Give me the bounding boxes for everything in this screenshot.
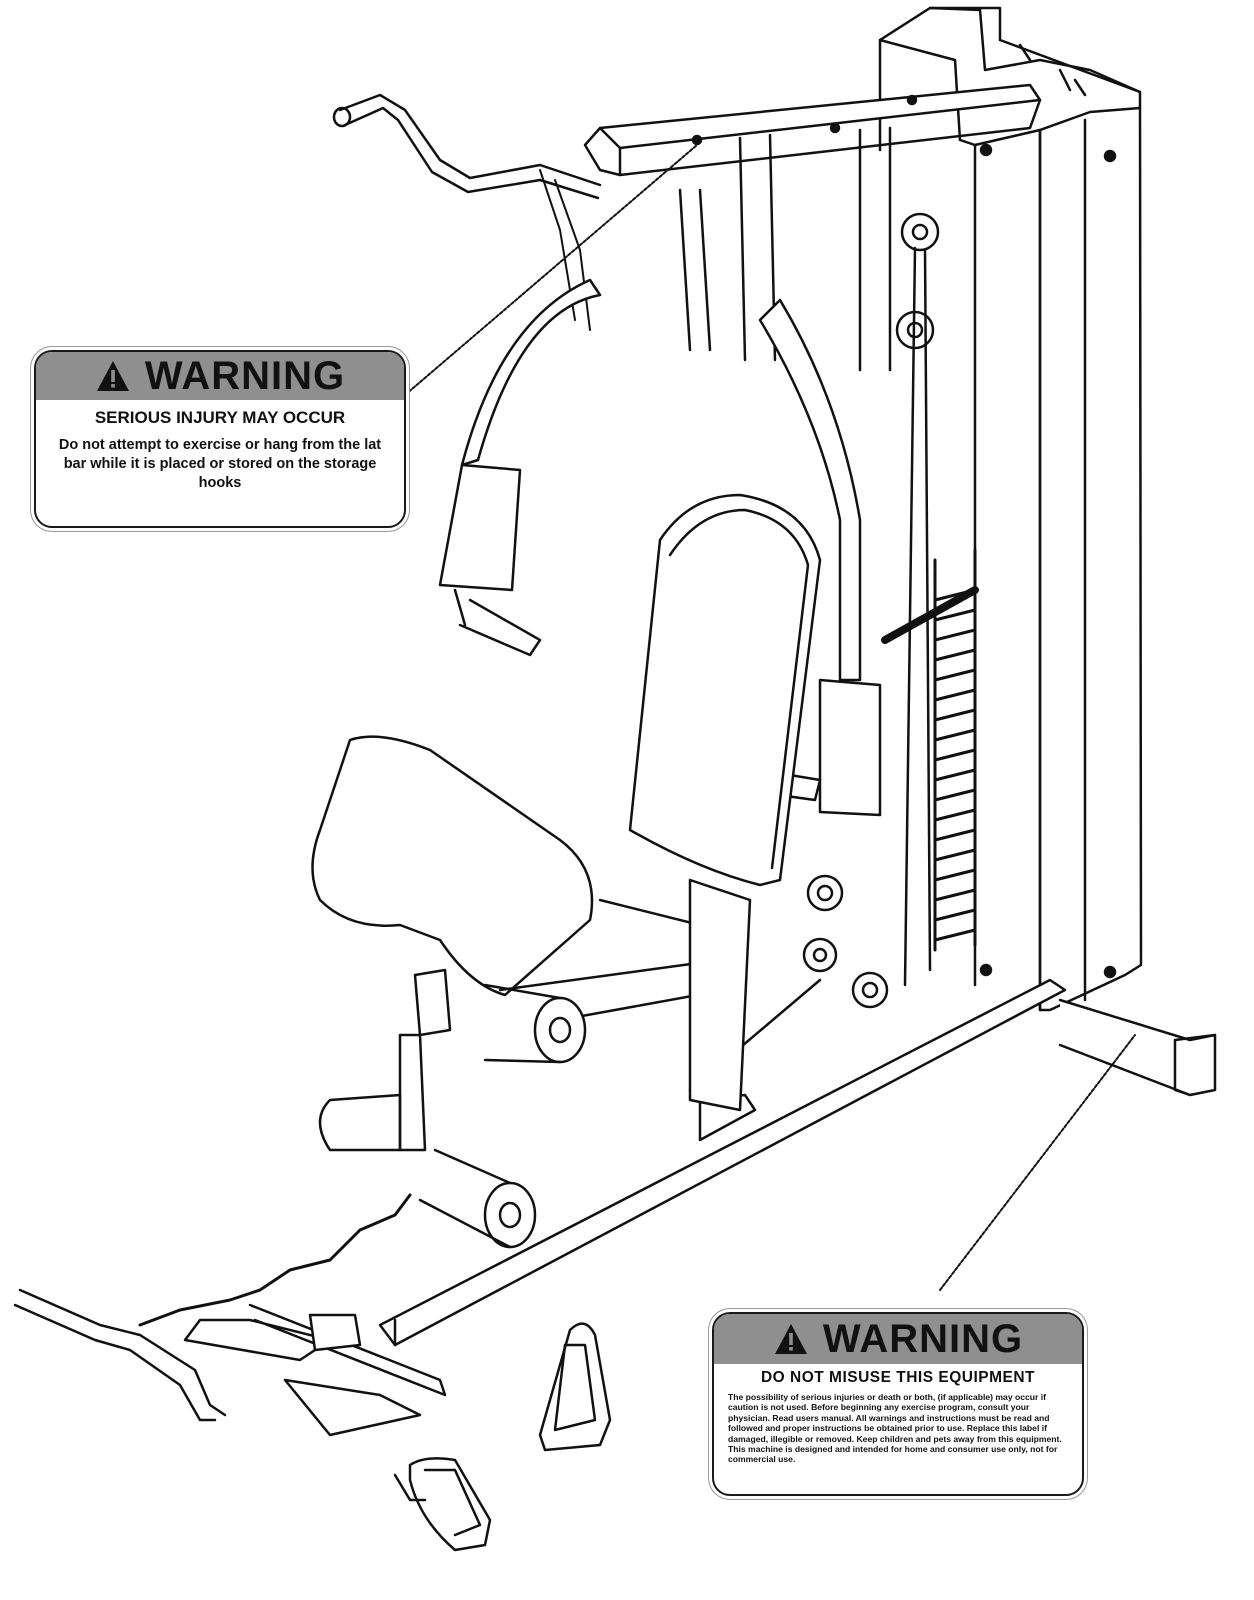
- warning-text: The possibility of serious injuries or d…: [728, 1392, 1062, 1465]
- misuse-warning-label: WARNING DO NOT MISUSE THIS EQUIPMENT The…: [712, 1312, 1084, 1496]
- alert-triangle-icon: [96, 361, 129, 391]
- seat-pad: [311, 735, 727, 1022]
- stirrup-handle: [538, 1322, 612, 1452]
- warning-text: Do not attempt to exercise or hang from …: [58, 437, 382, 491]
- warning-header: WARNING: [714, 1314, 1082, 1364]
- leader-line-top: [404, 144, 698, 396]
- press-arms: [438, 278, 882, 817]
- alert-triangle-icon: [774, 1324, 807, 1354]
- back-pad: [628, 493, 822, 887]
- warning-subtitle: DO NOT MISUSE THIS EQUIPMENT: [760, 1369, 1036, 1386]
- weight-stack-tower: [878, 6, 1143, 1012]
- warning-subtitle: SERIOUS INJURY MAY OCCUR: [94, 408, 346, 427]
- top-frame: [583, 83, 1042, 372]
- base-rail: [378, 878, 1217, 1347]
- leg-developer: [318, 968, 587, 1249]
- warning-title: WARNING: [822, 1316, 1024, 1361]
- leader-line-bottom: [939, 1034, 1136, 1291]
- warning-header: WARNING: [36, 352, 404, 400]
- lat-bar: [332, 93, 602, 331]
- lat-bar-warning-label: WARNING SERIOUS INJURY MAY OCCUR Do not …: [34, 350, 406, 528]
- warning-title: WARNING: [144, 353, 346, 398]
- ankle-strap: [393, 1457, 492, 1552]
- weight-plates: [881, 548, 979, 952]
- low-row-bar: [13, 1193, 447, 1437]
